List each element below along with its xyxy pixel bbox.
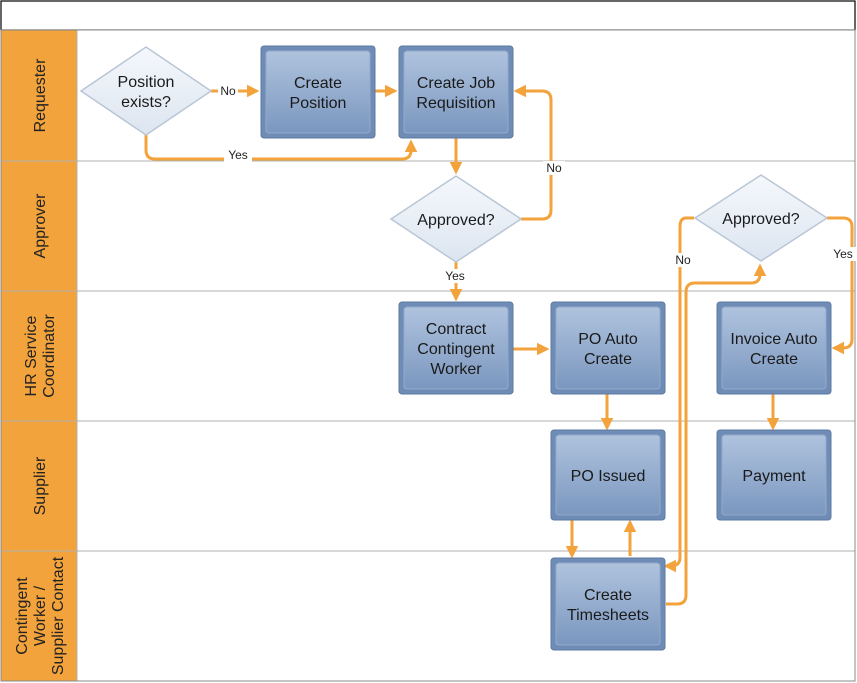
edge-approval2-no: [663, 216, 694, 573]
node-label-po-issued: PO Issued: [571, 468, 646, 485]
edge-position-yes: [144, 134, 418, 161]
lane-label-hr: HR ServiceCoordinator: [23, 314, 58, 398]
edge-approval1-no: [513, 84, 553, 221]
edge-approval2-yes: [827, 216, 854, 355]
edge-timesheets-to-approval: [666, 263, 767, 606]
node-approved-1: Approved?: [389, 175, 523, 263]
edge-label-approval2-no: No: [675, 253, 691, 267]
edge-label-position-yes: Yes: [228, 148, 248, 162]
lane-supplier: Supplier: [0, 420, 856, 552]
lane-label-requester: Requester: [32, 58, 49, 132]
header-bar: [0, 0, 856, 31]
node-label-approved-1: Approved?: [417, 212, 494, 229]
node-po-issued: PO Issued: [550, 429, 666, 521]
edge-label-approval1-no: No: [546, 161, 562, 175]
lane-label-approver: Approver: [32, 193, 49, 259]
node-label-payment: Payment: [742, 468, 806, 485]
edge-label-approval2-yes: Yes: [833, 247, 853, 261]
node-approved-2: Approved?: [693, 174, 829, 262]
lane-label-worker: ContingentWorker /Supplier Contact: [14, 556, 67, 675]
lane-worker: ContingentWorker /Supplier Contact: [0, 550, 856, 682]
node-label-approved-2: Approved?: [722, 211, 799, 228]
connectors: [144, 84, 854, 606]
node-payment: Payment: [716, 429, 832, 521]
edge-label-approval1-yes: Yes: [445, 269, 465, 283]
edge-label-position-no: No: [220, 84, 236, 98]
lane-label-supplier: Supplier: [32, 456, 49, 515]
